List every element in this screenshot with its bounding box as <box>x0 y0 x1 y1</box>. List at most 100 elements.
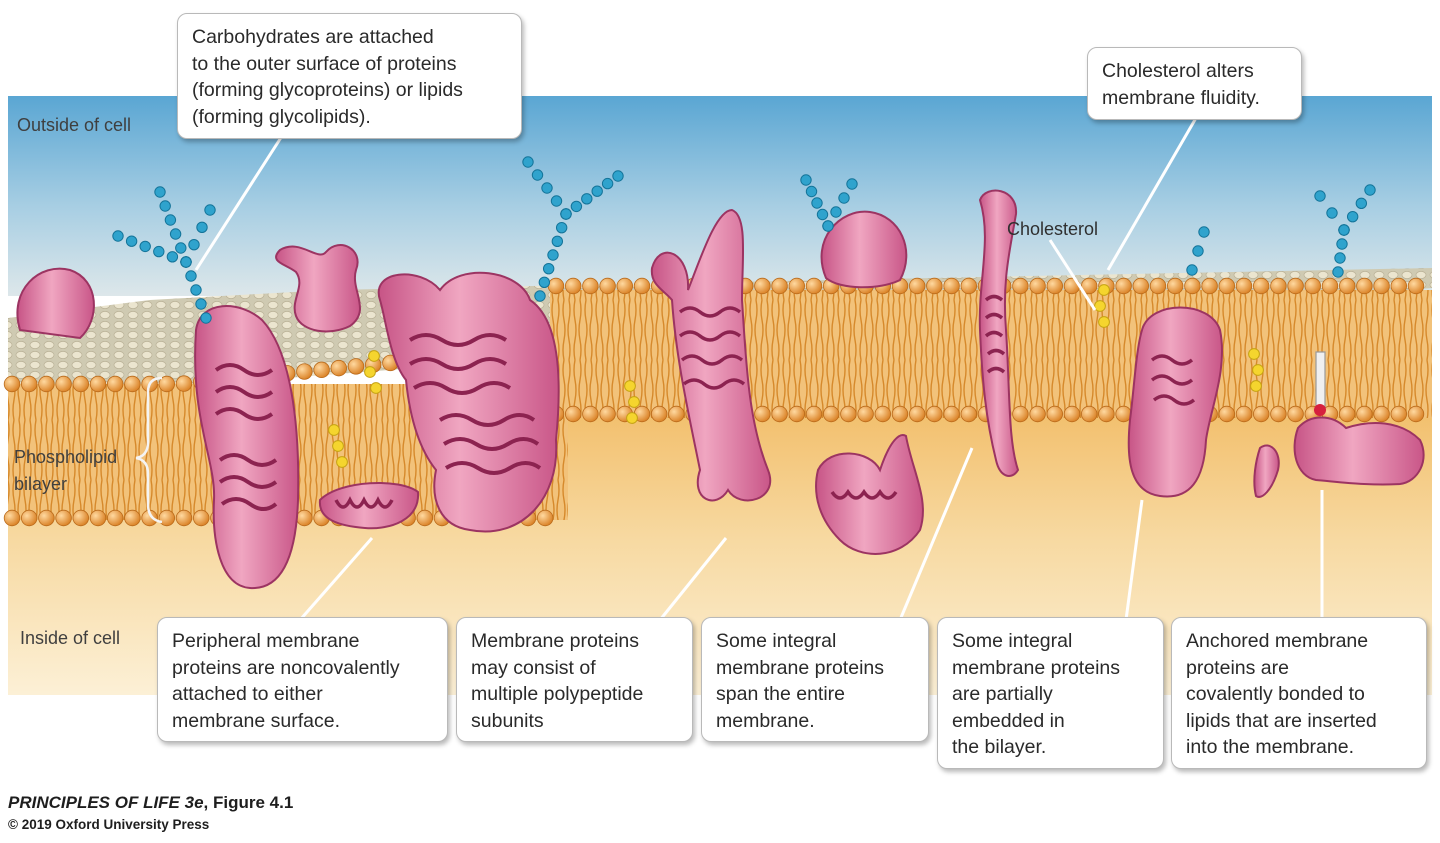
lipid-head <box>1098 405 1115 423</box>
lipid-head <box>754 277 771 295</box>
sugar-unit <box>846 178 858 190</box>
lipid-head <box>21 375 38 393</box>
cholesterol-ring <box>626 412 638 424</box>
sugar-unit <box>204 204 216 216</box>
sugar-unit <box>195 298 207 310</box>
book-title: PRINCIPLES OF LIFE 3e <box>8 793 204 812</box>
lipid-head <box>1252 277 1270 295</box>
lipid-head <box>926 277 943 295</box>
lipid-head <box>1373 405 1390 423</box>
peripheral-protein-outer-left <box>16 267 95 340</box>
lipid-head <box>175 509 193 527</box>
callout-cholesterol: Cholesterol alters membrane fluidity. <box>1087 47 1302 120</box>
sugar-unit <box>1186 264 1198 276</box>
sugar-unit <box>547 249 559 261</box>
lipid-head <box>330 359 347 377</box>
lipid-head <box>1029 277 1046 295</box>
lipid-head <box>38 375 55 393</box>
lipid-head <box>874 405 891 423</box>
cholesterol-ring <box>332 440 344 452</box>
sugar-unit <box>164 214 177 226</box>
lipid-head <box>788 277 805 295</box>
lipid-head <box>805 277 823 295</box>
sugar-unit <box>534 290 546 302</box>
sugar-unit <box>180 256 192 268</box>
lipid-head <box>1166 277 1184 295</box>
sugar-unit <box>538 276 551 289</box>
cholesterol-label: Cholesterol <box>1007 219 1099 239</box>
lipid-head <box>72 509 90 527</box>
sugar-unit <box>551 235 564 248</box>
lipid-head <box>909 405 926 423</box>
lipid-head <box>1407 277 1425 295</box>
lipid-head <box>1407 405 1425 423</box>
lipid-head <box>960 405 977 423</box>
sugar-unit <box>1198 226 1210 238</box>
lipid-head <box>1356 277 1373 295</box>
sugar-unit <box>805 185 818 198</box>
sugar-unit <box>1364 184 1376 196</box>
lipid-head <box>1338 277 1356 295</box>
sugar-unit <box>1326 207 1338 219</box>
lipid-head <box>1287 405 1304 423</box>
lipid-head <box>651 405 668 423</box>
lipid-head <box>537 509 554 527</box>
peripheral-protein-inner-right <box>815 434 924 555</box>
cholesterol-ring <box>628 396 640 408</box>
lipid-head <box>1218 405 1236 423</box>
two-helix-protein <box>650 208 772 502</box>
copyright: © 2019 Oxford University Press <box>8 817 210 832</box>
lipid-head <box>805 405 823 423</box>
sugar-unit <box>531 169 544 181</box>
lipid-head <box>1218 277 1236 295</box>
lipid-head <box>754 405 771 423</box>
lipid-head <box>1235 277 1253 295</box>
lipid-head <box>1080 405 1098 423</box>
lipid-head <box>771 277 788 295</box>
cholesterol-ring <box>1252 364 1264 376</box>
lipid-head <box>1373 277 1390 295</box>
sugar-unit <box>1332 266 1344 278</box>
sugar-unit <box>112 230 124 242</box>
lipid-head <box>582 277 599 295</box>
callout-multiple-subunits: Membrane proteins may consist of multipl… <box>456 617 693 742</box>
lipid-head <box>909 277 926 295</box>
lipid-head <box>1115 277 1132 295</box>
lipid-head <box>55 509 72 527</box>
lipid-head <box>943 405 960 423</box>
lipid-head <box>1321 277 1339 295</box>
callout-anchored-proteins: Anchored membrane proteins are covalentl… <box>1171 617 1427 769</box>
lipid-head <box>1046 405 1064 423</box>
lipid-head <box>72 375 90 393</box>
cholesterol-ring <box>370 382 382 394</box>
cholesterol-ring <box>368 350 380 362</box>
sugar-unit <box>601 177 614 190</box>
lipid-head <box>547 277 565 295</box>
lipid-head <box>1115 405 1132 423</box>
lipid-head <box>565 405 582 423</box>
sugar-unit <box>169 228 182 240</box>
lipid-head <box>3 375 21 393</box>
sugar-unit <box>838 192 850 204</box>
lipid-head <box>599 277 616 295</box>
lipid-head <box>296 509 313 527</box>
peripheral-protein-outer-cup <box>275 244 361 333</box>
sugar-unit <box>159 200 171 212</box>
lipid-head <box>124 375 141 393</box>
lipid-head <box>21 509 38 527</box>
cholesterol-ring <box>1248 348 1260 360</box>
lipid-head <box>1012 405 1029 423</box>
cholesterol-ring <box>624 380 636 392</box>
sugar-unit <box>200 312 212 324</box>
sugar-unit <box>522 156 534 168</box>
sugar-unit <box>154 186 166 198</box>
lipid-head <box>38 509 55 527</box>
lipid-head <box>1252 405 1270 423</box>
sugar-unit <box>542 262 555 275</box>
sugar-unit <box>153 245 165 258</box>
sugar-unit <box>139 240 151 253</box>
lipid-head <box>565 277 582 295</box>
peripheral-protein-inner <box>318 482 420 530</box>
figure-number: , Figure 4.1 <box>203 793 294 812</box>
lipid-head <box>89 375 107 393</box>
